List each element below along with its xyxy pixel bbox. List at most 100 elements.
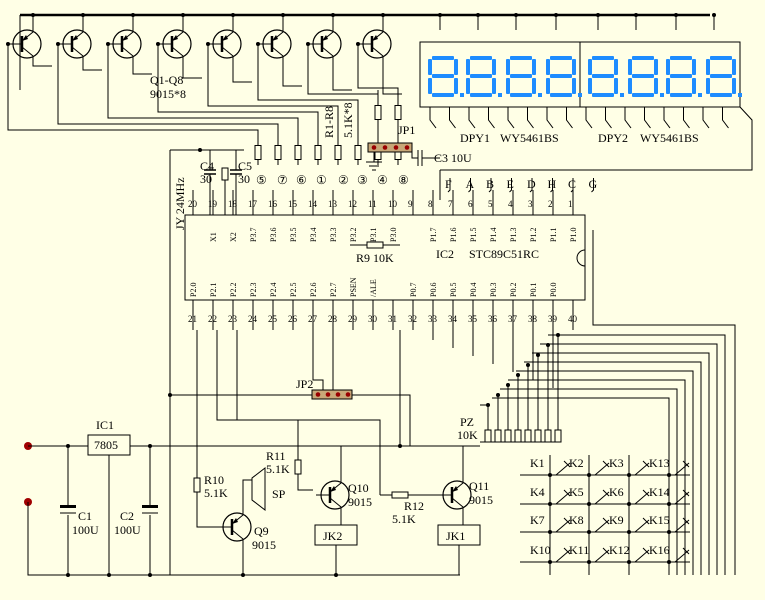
- segment-letter: D: [527, 177, 536, 191]
- label-r12-val: 5.1K: [392, 512, 416, 526]
- pin-number: 29: [348, 314, 358, 324]
- junction-dot: [548, 473, 552, 477]
- jp2-pin: [345, 392, 351, 397]
- wire: [335, 545, 460, 575]
- key-switch-cap: [682, 489, 690, 497]
- transistor-q6: [258, 29, 292, 59]
- wire: [207, 44, 339, 140]
- label-ic2: IC2: [436, 247, 454, 261]
- jp2-pin: [335, 392, 341, 397]
- pin-name: P0.4: [469, 283, 478, 297]
- segment: [614, 59, 618, 75]
- wire: [377, 90, 399, 143]
- junction-dot: [627, 473, 631, 477]
- segment: [510, 74, 532, 78]
- pin-name: P3.2: [349, 228, 358, 242]
- pin-number: 15: [288, 199, 298, 209]
- pin-name: P3.5: [289, 228, 298, 242]
- digit: [706, 56, 742, 97]
- pz-resistor: [554, 429, 562, 443]
- junction-dot: [148, 573, 152, 577]
- pin-name: P3.3: [329, 228, 338, 242]
- key-switch-cap: [563, 460, 571, 468]
- pin-number: 8: [428, 199, 433, 209]
- transistor-arrow: [172, 35, 178, 41]
- junction-dot: [536, 353, 540, 357]
- jp1-pin: [371, 145, 377, 150]
- pin-number: 9: [408, 199, 413, 209]
- junction-dot: [627, 530, 631, 534]
- label-resistor-value: 5.1K*8: [341, 102, 355, 138]
- junction-dot: [334, 573, 338, 577]
- wire: [527, 107, 534, 129]
- key-switch-cap: [682, 517, 690, 525]
- segment: [732, 59, 736, 75]
- pin-number: 28: [328, 314, 338, 324]
- key-label: K6: [609, 485, 624, 499]
- segment: [710, 56, 732, 60]
- pin-number: 31: [388, 314, 397, 324]
- port-marker: ⑤: [256, 173, 267, 187]
- segment: [532, 78, 536, 94]
- mcu-notch: [576, 249, 586, 267]
- wire: [592, 230, 736, 575]
- wire: [236, 330, 299, 456]
- transistor-q3: [108, 29, 142, 59]
- decimal-point: [578, 93, 582, 97]
- junction-dot: [548, 502, 552, 506]
- wire: [209, 174, 237, 215]
- segment: [666, 59, 670, 75]
- segment-letter: H: [548, 177, 557, 191]
- wire: [585, 107, 593, 129]
- junction-dot: [31, 13, 35, 17]
- wire: [312, 330, 324, 390]
- segment: [572, 78, 576, 94]
- label-r10-val: 5.1K: [204, 486, 228, 500]
- junction-dot: [526, 363, 530, 367]
- wire: [257, 44, 359, 140]
- jp2-pin: [315, 392, 321, 397]
- port-marker: ⑥: [296, 173, 307, 187]
- resistor: [294, 459, 302, 475]
- label-jp2: JP2: [296, 377, 313, 391]
- segment: [550, 93, 572, 97]
- pin-number: 11: [368, 199, 377, 209]
- pin-name: P1.6: [449, 228, 458, 242]
- segment: [706, 78, 710, 94]
- junction-dot: [281, 13, 285, 17]
- junction-dot: [627, 560, 631, 564]
- wires: [6, 13, 753, 577]
- transistor-arrow: [232, 518, 238, 524]
- junction-dot: [398, 444, 402, 448]
- wire: [332, 56, 352, 91]
- label-c4-val: 30: [200, 172, 212, 186]
- pin-name: P2.4: [269, 283, 278, 297]
- resistor: [314, 145, 322, 160]
- label-c4: C4: [200, 159, 214, 173]
- digit: [666, 56, 702, 97]
- wire: [529, 178, 533, 193]
- resistor: [274, 145, 282, 160]
- junction-dot: [66, 444, 70, 448]
- pin-number: 27: [308, 314, 318, 324]
- key-label: K13: [649, 456, 670, 470]
- label-crystal: JY 24MHz: [173, 177, 187, 230]
- pin-name: P1.2: [529, 228, 538, 242]
- segment: [510, 93, 532, 97]
- wire: [182, 56, 202, 79]
- wire: [488, 178, 492, 193]
- segment-letter: A: [466, 177, 475, 191]
- wire: [242, 479, 252, 575]
- key-label: K8: [569, 513, 584, 527]
- pin-number: 37: [508, 314, 518, 324]
- resistor: [366, 241, 384, 249]
- decimal-point: [620, 93, 624, 97]
- pin-number: 21: [188, 314, 197, 324]
- key-label: K7: [530, 513, 545, 527]
- label-r10: R10: [204, 473, 224, 487]
- wire: [216, 330, 381, 495]
- wire: [447, 178, 451, 193]
